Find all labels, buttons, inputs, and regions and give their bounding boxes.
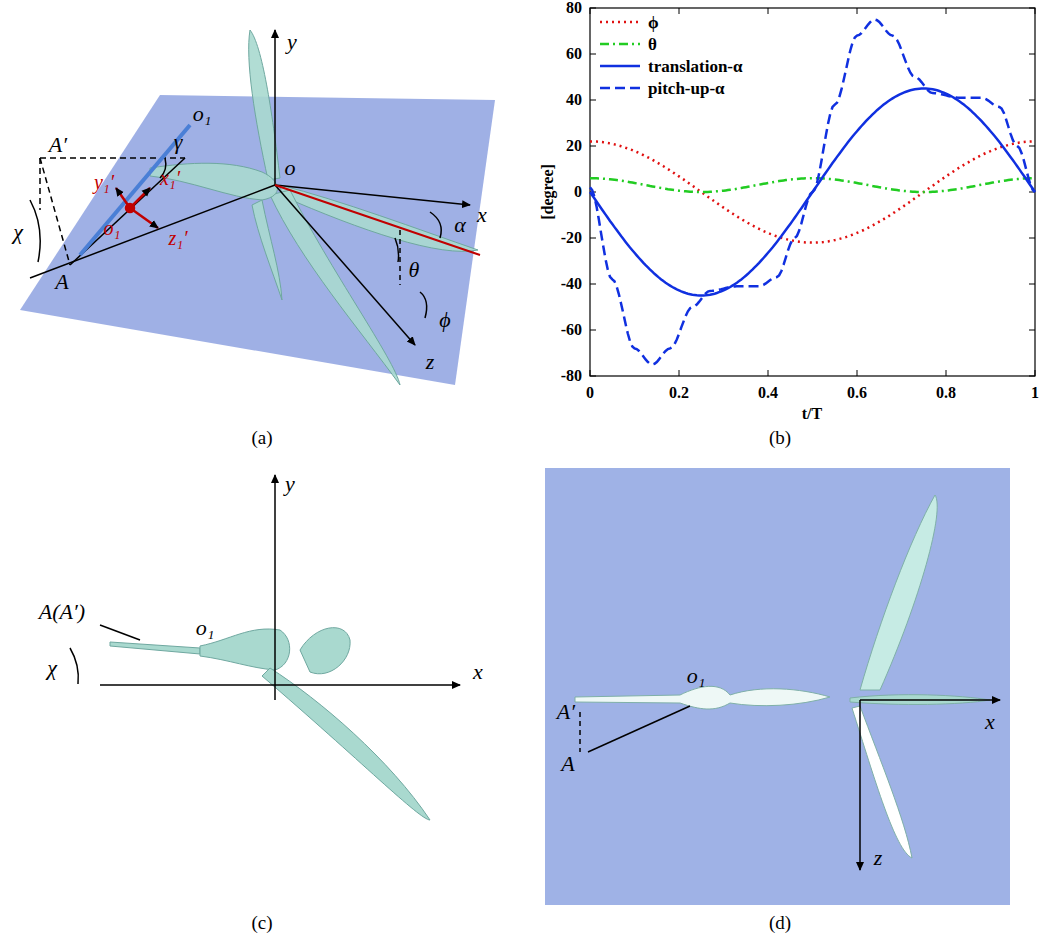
stroke-plane (20, 95, 495, 385)
symbol-label: y (285, 473, 295, 495)
symbol-label: α (454, 214, 466, 236)
axis-label: -80 (561, 368, 582, 384)
dragonfly-c (110, 628, 430, 820)
symbol-label: A′ (49, 134, 67, 156)
dragonfly-a (150, 30, 478, 385)
symbol-label: A (55, 271, 68, 293)
axis-label: t/T (802, 406, 822, 422)
symbol-label: o (285, 157, 296, 179)
axis-label: 1 (1031, 385, 1039, 401)
axis-label: [degree] (540, 164, 556, 220)
symbol-label: A (561, 753, 574, 775)
axis-label: -20 (561, 230, 582, 246)
symbol-label: x (985, 711, 995, 733)
axis-label: -40 (561, 276, 582, 292)
legend-entry: translation-α (648, 58, 743, 75)
symbol-label: z₁′ (168, 228, 187, 248)
symbol-label: z (426, 351, 435, 373)
axis-label: 0.6 (847, 385, 867, 401)
panel-label: (a) (251, 428, 272, 447)
plot-frame (590, 8, 1035, 376)
symbol-label: o₁ (104, 218, 121, 238)
axis-label: 80 (566, 0, 582, 16)
symbol-label: x₁′ (160, 168, 180, 188)
symbol-label: x (477, 204, 487, 226)
axis-label: 0.4 (758, 385, 778, 401)
axis-label: 0.2 (669, 385, 689, 401)
symbol-label: o₁ (687, 665, 706, 687)
symbol-label: o₁ (196, 617, 215, 639)
panel-label: (c) (251, 913, 272, 932)
axis-label: 60 (566, 46, 582, 62)
symbol-label: ϕ (439, 309, 450, 331)
axis-label: 0 (574, 184, 582, 200)
symbol-label: χ (13, 221, 23, 243)
axis-label: 40 (566, 92, 582, 108)
dragonfly-d (575, 495, 990, 858)
axis-label: -60 (561, 322, 582, 338)
symbol-label: o₁ (193, 103, 212, 125)
legend-entry: pitch-up-α (648, 80, 725, 97)
symbol-label: y (287, 31, 297, 53)
symbol-label: θ (409, 259, 420, 281)
pitch-up-curve (590, 20, 1035, 365)
plane-background (545, 468, 1010, 905)
symbol-label: γ (174, 131, 183, 153)
legend-entry: ϕ (648, 14, 659, 31)
axis-label: 20 (566, 138, 582, 154)
axis-label: 0 (586, 385, 594, 401)
panel-label: (b) (769, 428, 791, 447)
symbol-label: z (874, 847, 883, 869)
legend-samples (600, 22, 640, 88)
panel-label: (d) (769, 913, 791, 932)
symbol-label: χ (47, 657, 57, 679)
axis-label: 0.8 (936, 385, 956, 401)
symbol-label: y₁′ (94, 172, 114, 192)
legend-entry: θ (648, 36, 657, 53)
symbol-label: A(A′) (39, 601, 85, 623)
symbol-label: A′ (557, 701, 575, 723)
symbol-label: x (473, 661, 483, 683)
